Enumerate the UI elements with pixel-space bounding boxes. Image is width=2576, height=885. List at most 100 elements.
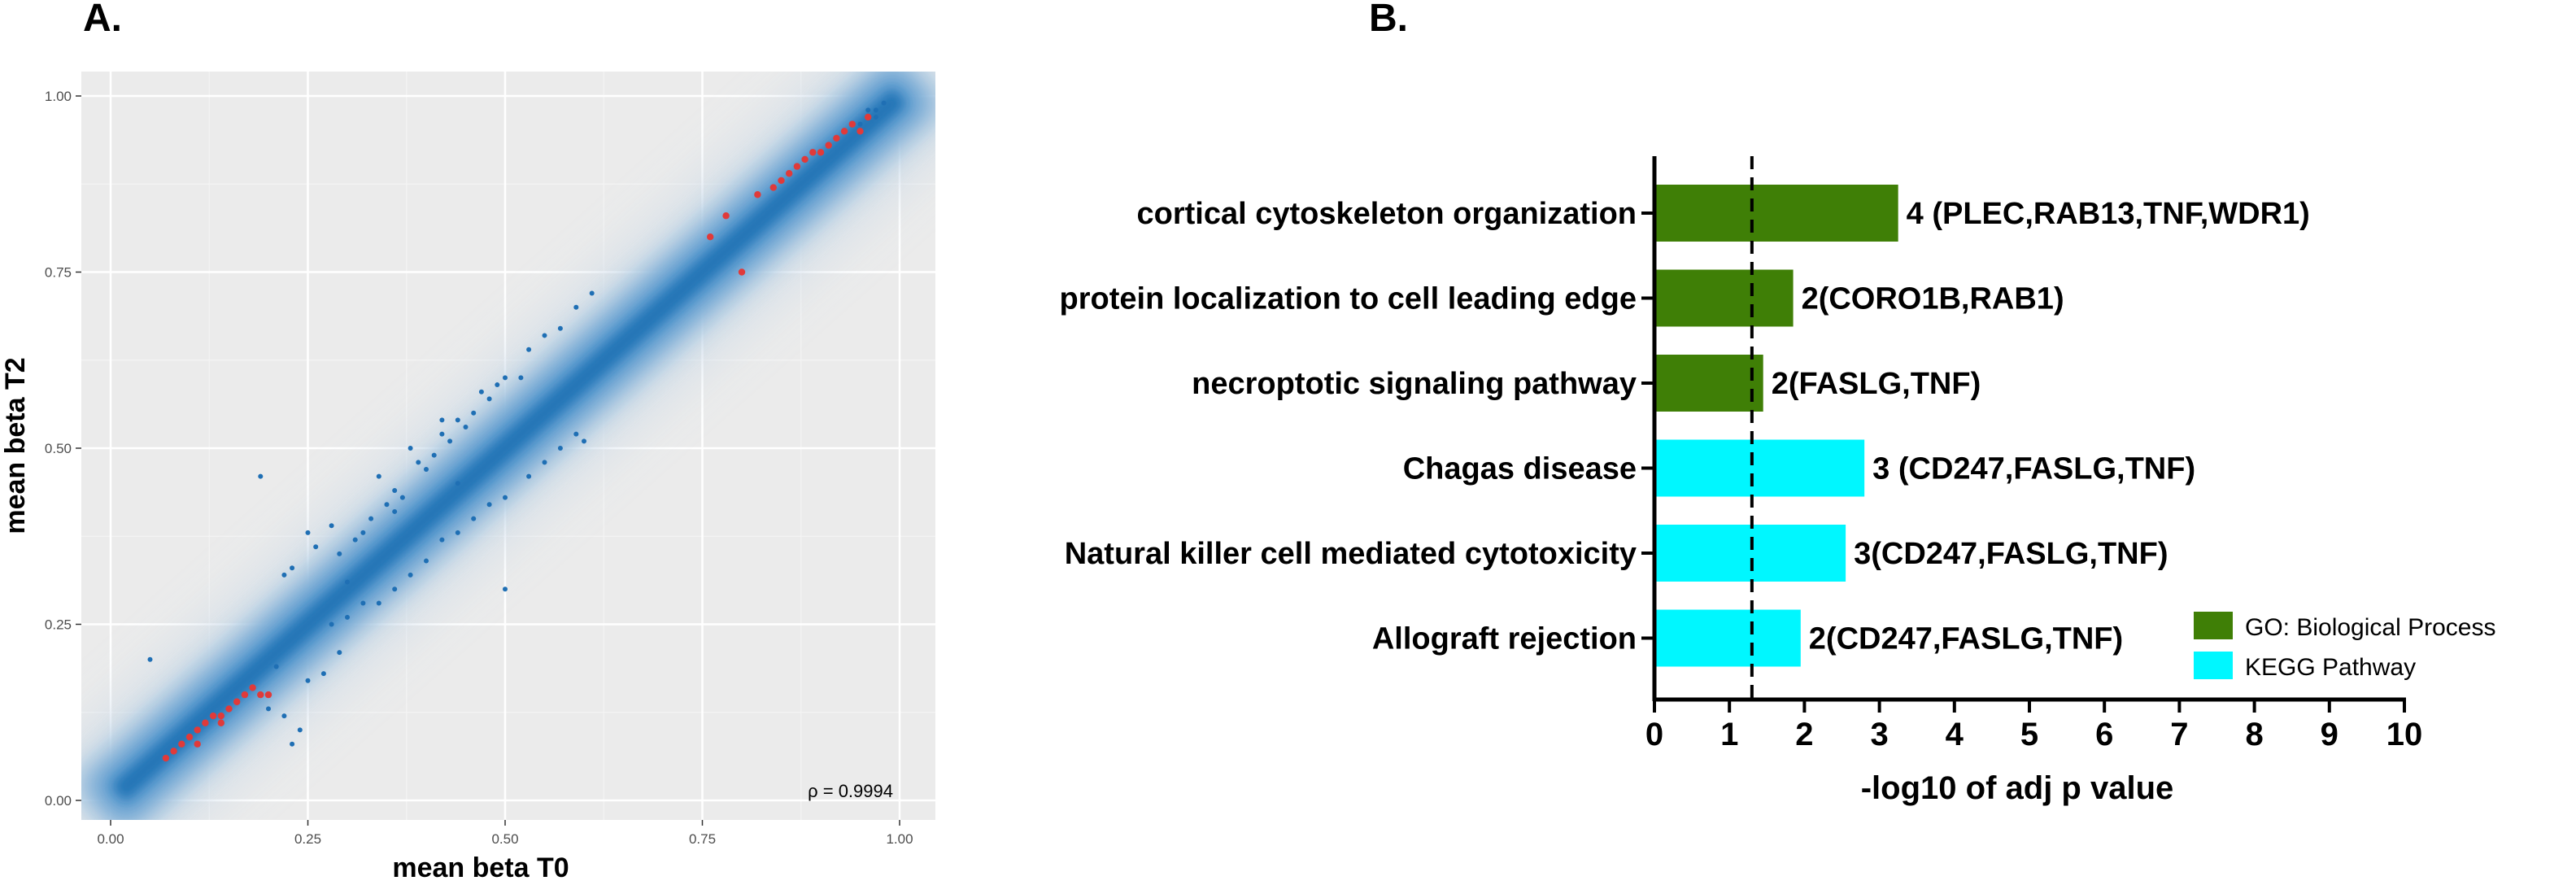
highlighted-point — [162, 754, 170, 762]
highlighted-point — [209, 712, 217, 720]
highlighted-point — [856, 128, 864, 135]
outlier-point — [557, 325, 563, 331]
outlier-point — [147, 656, 153, 662]
highlighted-point — [707, 233, 714, 241]
highlighted-point — [249, 684, 256, 691]
outlier-point — [455, 530, 460, 535]
panel-b-label: B. — [1369, 0, 1408, 40]
highlighted-point — [840, 128, 848, 135]
outlier-point — [305, 530, 311, 535]
outlier-point — [573, 431, 579, 437]
outlier-point — [503, 586, 508, 592]
x-tick-label: 0 — [1645, 717, 1663, 752]
category-label: necroptotic signaling pathway — [1192, 367, 1637, 401]
outlier-point — [297, 727, 303, 733]
bar — [1654, 355, 1763, 412]
highlighted-point — [754, 191, 761, 198]
y-tick-label: 0.75 — [45, 265, 72, 281]
bar-label: 2(FASLG,TNF) — [1772, 367, 1981, 401]
outlier-point — [495, 382, 500, 388]
outlier-point — [589, 290, 595, 296]
outlier-point — [573, 304, 579, 310]
highlighted-point — [786, 170, 793, 177]
highlighted-point — [769, 184, 777, 191]
outlier-point — [290, 565, 295, 571]
outlier-point — [384, 502, 390, 508]
highlighted-point — [738, 268, 746, 276]
highlighted-point — [217, 712, 224, 720]
outlier-point — [542, 333, 547, 338]
highlighted-point — [178, 740, 185, 748]
outlier-point — [424, 466, 429, 472]
y-tick-label: 0.50 — [45, 441, 72, 456]
scatter-points — [147, 100, 887, 762]
highlighted-point — [194, 740, 201, 748]
x-tick-label: 0.00 — [97, 831, 124, 847]
bar — [1654, 185, 1898, 242]
outlier-point — [526, 473, 532, 479]
highlighted-point — [817, 149, 825, 156]
outlier-point — [416, 460, 421, 465]
highlighted-point — [793, 163, 801, 170]
x-tick-label: 6 — [2095, 717, 2113, 752]
x-tick-label: 10 — [2386, 717, 2423, 752]
outlier-point — [313, 544, 319, 550]
outlier-point — [439, 417, 445, 423]
outlier-point — [447, 438, 453, 444]
density-band — [81, 72, 935, 820]
outlier-point — [368, 516, 374, 521]
outlier-point — [431, 452, 437, 458]
highlighted-point — [257, 691, 264, 699]
category-label: Natural killer cell mediated cytotoxicit… — [1065, 537, 1637, 571]
outlier-point — [337, 650, 342, 656]
bar-label: 2(CORO1B,RAB1) — [1802, 282, 2064, 316]
outlier-point — [503, 495, 508, 500]
y-tick-label: 0.00 — [45, 793, 72, 809]
outlier-point — [392, 508, 398, 514]
outlier-point — [408, 572, 413, 578]
x-axis-title: mean beta T0 — [392, 852, 569, 883]
bar-label: 3 (CD247,FASLG,TNF) — [1872, 452, 2195, 486]
highlighted-point — [202, 719, 209, 726]
outlier-point — [873, 107, 878, 113]
outlier-point — [542, 460, 547, 465]
density-layer — [112, 89, 906, 800]
outlier-point — [360, 530, 366, 535]
x-tick-label: 8 — [2245, 717, 2263, 752]
outlier-point — [290, 741, 295, 747]
x-tick-label: 2 — [1795, 717, 1813, 752]
category-label: Chagas disease — [1403, 452, 1637, 486]
outlier-point — [503, 375, 508, 381]
outlier-point — [258, 473, 264, 479]
outlier-point — [881, 100, 887, 106]
highlighted-point — [722, 212, 730, 220]
correlation-annotation: ρ = 0.9994 — [808, 781, 893, 801]
category-label: cortical cytoskeleton organization — [1137, 197, 1637, 231]
x-tick-label: 0.50 — [491, 831, 518, 847]
outlier-point — [857, 121, 863, 127]
highlighted-point — [194, 726, 201, 734]
highlighted-point — [865, 113, 872, 121]
highlighted-point — [217, 719, 224, 726]
outlier-point — [305, 678, 311, 683]
x-tick-label: 7 — [2170, 717, 2188, 752]
highlighted-point — [825, 142, 832, 149]
outlier-point — [455, 417, 460, 423]
outlier-point — [337, 551, 342, 556]
outlier-point — [557, 446, 563, 451]
axis-ticks: 0.000.000.250.250.500.500.750.751.001.00 — [45, 89, 913, 847]
outlier-point — [471, 410, 477, 416]
y-tick-label: 1.00 — [45, 89, 72, 104]
outlier-point — [360, 600, 366, 606]
legend-swatch — [2194, 612, 2233, 639]
category-label: protein localization to cell leading edg… — [1060, 282, 1637, 316]
outlier-point — [408, 446, 413, 451]
x-tick-label: 9 — [2321, 717, 2338, 752]
highlighted-point — [225, 705, 233, 713]
outlier-point — [582, 438, 586, 444]
category-label: Allograft rejection — [1372, 622, 1637, 656]
bar — [1654, 525, 1846, 582]
outlier-point — [455, 481, 460, 486]
